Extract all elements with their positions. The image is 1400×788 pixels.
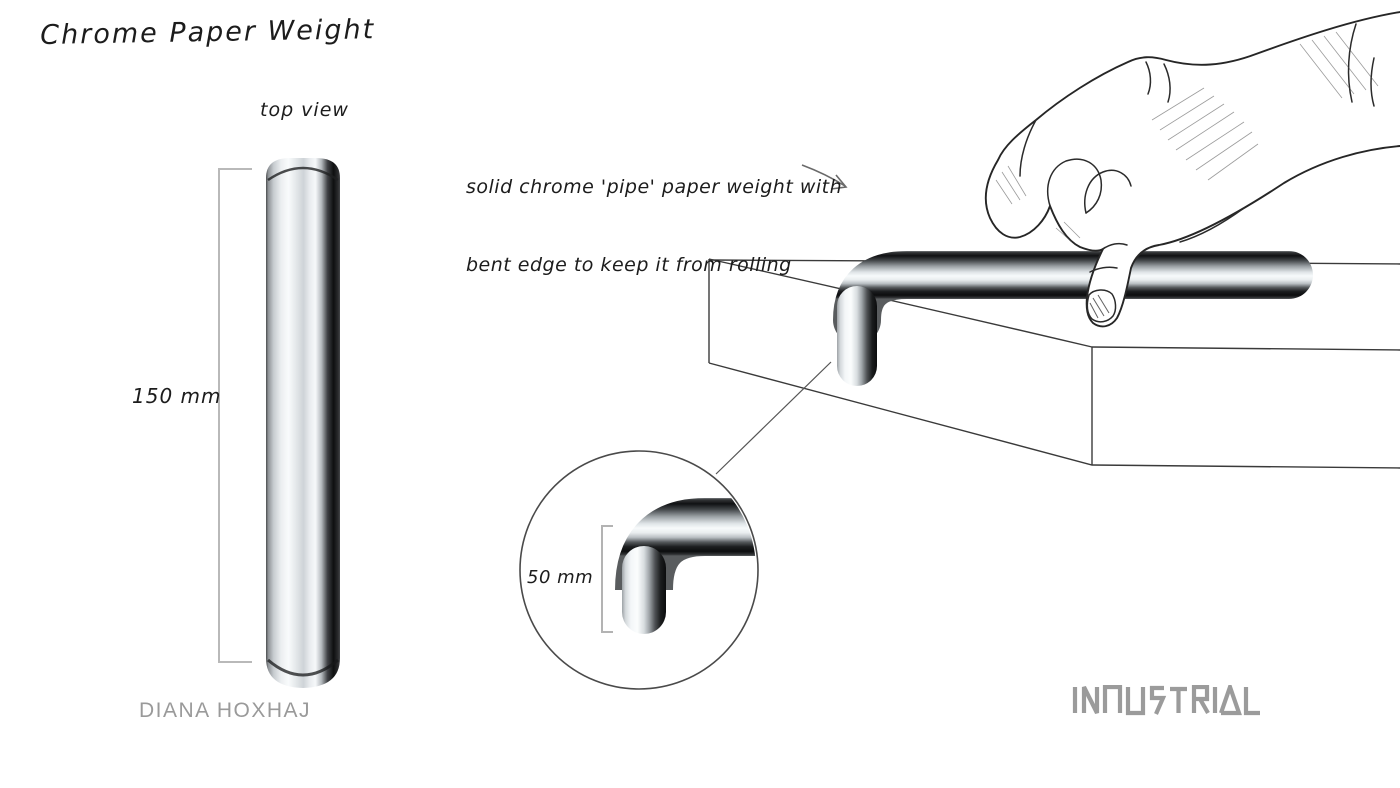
- dimension-bracket-150: [218, 168, 252, 663]
- dimension-label-50: 50 mm: [527, 567, 594, 588]
- annotation-note: solid chrome 'pipe' paper weight with be…: [466, 122, 842, 330]
- designer-credit: DIANA HOXHAJ: [139, 699, 312, 722]
- dimension-label-150: 150 mm: [132, 384, 222, 408]
- page-title: Chrome Paper Weight: [40, 14, 376, 51]
- detail-callout-line: [715, 361, 832, 475]
- hand-hatching: [995, 31, 1379, 243]
- annotation-line-1: solid chrome 'pipe' paper weight with: [466, 176, 843, 198]
- annotation-arrow-icon: [801, 164, 848, 190]
- fingernail: [1086, 289, 1117, 323]
- chrome-pipe: [833, 251, 1313, 386]
- dimension-bracket-50: [601, 525, 613, 633]
- detail-pipe-closeup: [615, 498, 756, 634]
- annotation-line-2: bent edge to keep it from rolling: [466, 254, 792, 276]
- industrial-logo: [1072, 680, 1264, 717]
- industrial-logo-glyphs: [1072, 680, 1260, 716]
- top-view-rod: [266, 158, 340, 688]
- hand-sketch: [984, 11, 1400, 328]
- top-view-label: top view: [260, 99, 349, 121]
